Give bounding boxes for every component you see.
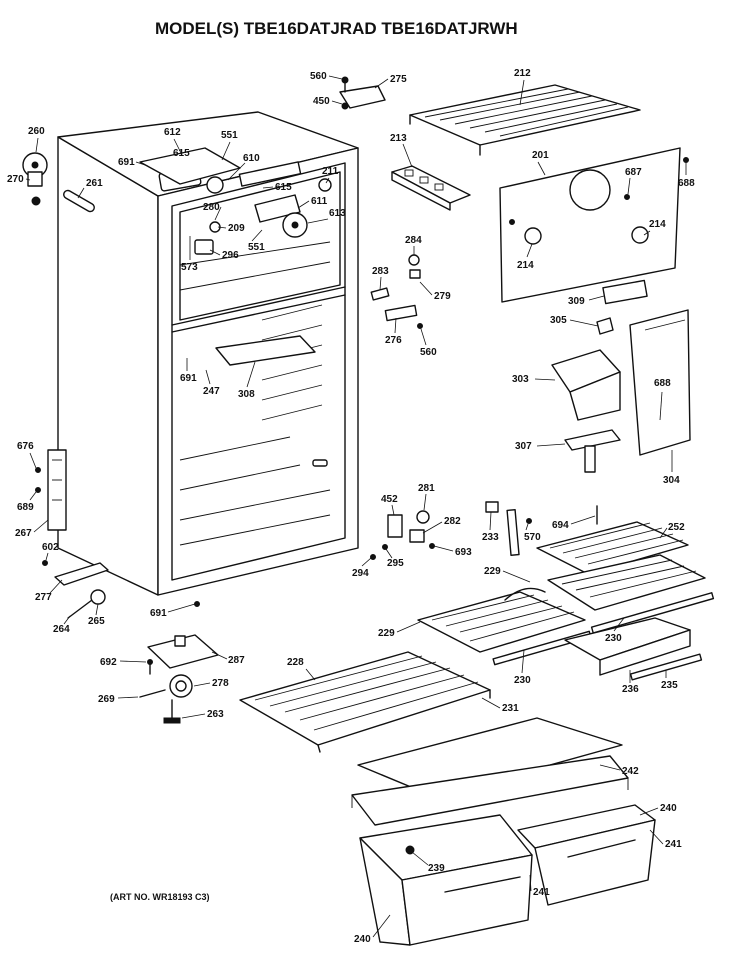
callout-label: 676: [17, 441, 34, 452]
callout-label: 570: [524, 532, 541, 543]
callout-label: 233: [482, 532, 499, 543]
callout-label: 242: [622, 766, 639, 777]
callout-label: 296: [222, 250, 239, 261]
callout-label: 229: [378, 628, 395, 639]
callout-label: 247: [203, 386, 220, 397]
air-duct: [551, 309, 691, 473]
callout-label: 267: [15, 528, 32, 539]
callout-label: 236: [622, 684, 639, 695]
callout-label: 276: [385, 335, 402, 346]
crisper-drawers: [359, 804, 656, 946]
callout-label: 602: [42, 542, 59, 553]
freezer-shelf: [409, 84, 641, 156]
middle-hardware: [370, 501, 598, 560]
callout-label: 240: [354, 934, 371, 945]
callout-label: 573: [181, 262, 198, 273]
ice-tray: [391, 165, 471, 211]
callout-label: 284: [405, 235, 422, 246]
callout-label: 551: [221, 130, 238, 141]
middle-parts: [370, 254, 423, 329]
callout-label: 611: [311, 196, 328, 207]
callout-label: 241: [533, 887, 550, 898]
callout-label: 240: [660, 803, 677, 814]
callout-label: 230: [605, 633, 622, 644]
callout-label: 692: [100, 657, 117, 668]
callout-label: 308: [238, 389, 255, 400]
callout-label: 307: [515, 441, 532, 452]
callout-label: 691: [118, 157, 135, 168]
callout-label: 260: [28, 126, 45, 137]
callout-label: 213: [390, 133, 407, 144]
callout-label: 294: [352, 568, 369, 579]
top-hinge: [339, 76, 386, 110]
callout-label: 228: [287, 657, 304, 668]
callout-label: 201: [532, 150, 549, 161]
callout-label: 305: [550, 315, 567, 326]
callout-label: 261: [86, 178, 103, 189]
callout-label: 450: [313, 96, 330, 107]
callout-label: 282: [444, 516, 461, 527]
callout-label: 229: [484, 566, 501, 577]
callout-label: 280: [203, 202, 220, 213]
callout-label: 560: [420, 347, 437, 358]
callout-label: 452: [381, 494, 398, 505]
shelf-rails: [492, 592, 715, 681]
callout-label: 304: [663, 475, 680, 486]
callout-label: 235: [661, 680, 678, 691]
art-number: (ART NO. WR18193 C3): [110, 892, 210, 902]
callout-label: 214: [517, 260, 534, 271]
callout-label: 209: [228, 223, 245, 234]
callout-label: 252: [668, 522, 685, 533]
bottom-left-parts: [139, 634, 219, 724]
callout-label: 214: [649, 219, 666, 230]
callout-label: 264: [53, 624, 70, 635]
callout-label: 212: [514, 68, 531, 79]
callout-label: 613: [329, 208, 346, 219]
callout-label: 560: [310, 71, 327, 82]
callout-label: 275: [390, 74, 407, 85]
callout-label: 265: [88, 616, 105, 627]
callout-label: 270: [7, 174, 24, 185]
callout-label: 269: [98, 694, 115, 705]
callout-label: 283: [372, 266, 389, 277]
callout-label: 287: [228, 655, 245, 666]
crisper-cover: [351, 717, 629, 826]
shelf-229: [417, 554, 706, 653]
diagram-title: MODEL(S) TBE16DATJRAD TBE16DATJRWH: [155, 19, 518, 38]
callout-label: 241: [665, 839, 682, 850]
callout-label: 231: [502, 703, 519, 714]
callout-label: 688: [654, 378, 671, 389]
callout-label: 691: [150, 608, 167, 619]
callout-label: 303: [512, 374, 529, 385]
callout-label: 615: [275, 182, 292, 193]
leader-lines: [25, 75, 687, 938]
callout-label: 295: [387, 558, 404, 569]
shelf-228: [239, 651, 491, 753]
cabinet: [47, 111, 359, 596]
callout-label: 309: [568, 296, 585, 307]
callout-label: 694: [552, 520, 569, 531]
callout-labels: 560 275 450 212 260 612 551 691 615 610 …: [7, 68, 695, 945]
callout-label: 551: [248, 242, 265, 253]
callout-label: 612: [164, 127, 181, 138]
callout-label: 691: [180, 373, 197, 384]
evaporator-cover: [499, 147, 689, 335]
shelf-252: [536, 521, 689, 575]
callout-label: 277: [35, 592, 52, 603]
callout-label: 688: [678, 178, 695, 189]
callout-label: 610: [243, 153, 260, 164]
callout-label: 689: [17, 502, 34, 513]
callout-label: 263: [207, 709, 224, 720]
callout-label: 687: [625, 167, 642, 178]
callout-label: 281: [418, 483, 435, 494]
callout-label: 239: [428, 863, 445, 874]
callout-label: 211: [322, 166, 339, 177]
left-parts: [22, 152, 200, 619]
callout-label: 693: [455, 547, 472, 558]
callout-label: 230: [514, 675, 531, 686]
callout-label: 278: [212, 678, 229, 689]
callout-label: 279: [434, 291, 451, 302]
